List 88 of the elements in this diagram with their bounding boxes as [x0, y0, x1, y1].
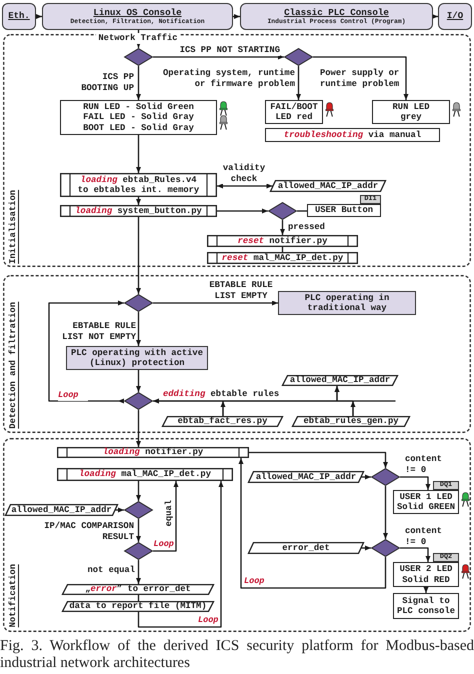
data-parallelogram: allowed_MAC_IP_addr: [5, 504, 118, 516]
process-box: PLC operating in traditional way: [278, 291, 416, 315]
arrow: [249, 452, 388, 468]
decision-diamond: [371, 468, 400, 486]
decision-diamond: [124, 392, 153, 410]
edge-label: IP/MAC COMPARISON RESULT: [42, 521, 134, 542]
arrow: [153, 300, 278, 306]
process-box: troubleshooting via manual: [265, 128, 440, 142]
data-parallelogram: error_det: [248, 542, 364, 554]
arrow: [432, 14, 438, 19]
status-line: BOOT LED - Solid Gray: [83, 122, 194, 134]
console-box: [42, 3, 233, 30]
section-title: Initialisation: [8, 190, 19, 264]
data-parallelogram: ebtab_fact_res.py: [162, 416, 283, 427]
subroutine-box: loading system_button.py: [60, 205, 217, 217]
data-parallelogram: ebtab_rules_gen.py: [292, 416, 410, 427]
arrow: [153, 54, 284, 60]
edge-label: equal: [164, 500, 174, 526]
process-box: RUN LED grey: [372, 100, 450, 124]
arrow: [238, 458, 386, 589]
arrow: [136, 66, 141, 100]
arrow: [136, 197, 141, 205]
subroutine-box: loading notifier.py: [57, 447, 249, 458]
arrow: [36, 14, 42, 19]
arrow: [313, 56, 408, 100]
arrow: [136, 560, 141, 584]
arrow: [153, 481, 178, 552]
arrow: [362, 474, 371, 480]
arrow: [116, 508, 124, 512]
arrow: [136, 410, 141, 447]
process-box: Signal to PLC console: [393, 593, 459, 619]
arrow: [48, 300, 124, 404]
edge-label: Loop: [198, 615, 220, 626]
arrow: [136, 370, 141, 392]
arrow: [222, 386, 340, 416]
arrow: [400, 547, 430, 562]
arrow: [136, 135, 141, 173]
edge-label: Loop: [58, 390, 88, 400]
process-box: FAIL/BOOT LED red: [265, 100, 323, 124]
arrow: [136, 519, 141, 542]
process-box: USER Button: [307, 204, 381, 217]
subroutine-box: reset notifier.py: [207, 235, 358, 247]
decision-diamond: [124, 48, 153, 66]
arrow: [280, 220, 285, 235]
decision-diamond: [371, 539, 400, 557]
process-box: USER 1 LED Solid GREEN: [393, 490, 459, 514]
console-box: [240, 3, 433, 30]
port-box: I/O: [438, 3, 472, 30]
data-parallelogram: allowed_MAC_IP_addr: [270, 180, 386, 192]
subroutine-box: loading mal_MAC_IP_det.py: [57, 468, 233, 481]
section-title: Detection and filtration: [8, 302, 19, 429]
status-line: RUN LED - Solid Green: [83, 102, 194, 112]
arrow: [362, 546, 371, 550]
loop-label: Loop: [154, 539, 174, 550]
arrow: [217, 208, 268, 214]
section-title: Notification: [8, 564, 19, 627]
subroutine-box: loading ebtab_Rules.v4 to ebtables int. memory: [60, 173, 217, 197]
decision-diamond: [268, 202, 297, 220]
arrow: [136, 481, 141, 501]
data-parallelogram: „error” to error_det: [62, 584, 214, 595]
status-line: FAIL LED - Solid Gray: [83, 112, 194, 123]
arrow: [400, 476, 430, 490]
console-title: Linux OS Console: [93, 7, 182, 18]
console-title: Classic PLC Console: [284, 7, 389, 18]
edge-label: not equal: [85, 565, 135, 576]
process-box: USER 2 LED Solid RED: [393, 562, 459, 587]
connector-line: [297, 210, 307, 212]
arrow: [138, 481, 224, 628]
arrow: [136, 217, 141, 294]
arrow: [217, 184, 272, 188]
port-box: Eth.: [2, 3, 36, 30]
arrow: [136, 312, 141, 346]
subroutine-box: reset mal_MAC_IP_det.py: [207, 252, 358, 264]
edge-label: Network Traffic: [96, 33, 180, 44]
arrow: [383, 486, 388, 539]
process-box: PLC operating with active (Linux) protection: [66, 346, 208, 370]
arrow: [233, 14, 240, 19]
decision-diamond: [284, 48, 313, 66]
figure-caption: Fig. 3. Workflow of the derived ICS security platform for Modbus-based industrial network architectures: [0, 638, 474, 672]
process-box: [60, 100, 217, 135]
decision-diamond: [124, 542, 153, 560]
arrow: [296, 66, 301, 100]
data-parallelogram: allowed_MAC_IP_addr: [282, 375, 398, 386]
data-parallelogram: allowed_MAC_IP_addr: [248, 471, 364, 483]
data-parallelogram: data to report file (MITM): [62, 601, 214, 612]
arrow: [424, 587, 428, 593]
decision-diamond: [124, 294, 153, 312]
decision-diamond: [124, 501, 153, 519]
